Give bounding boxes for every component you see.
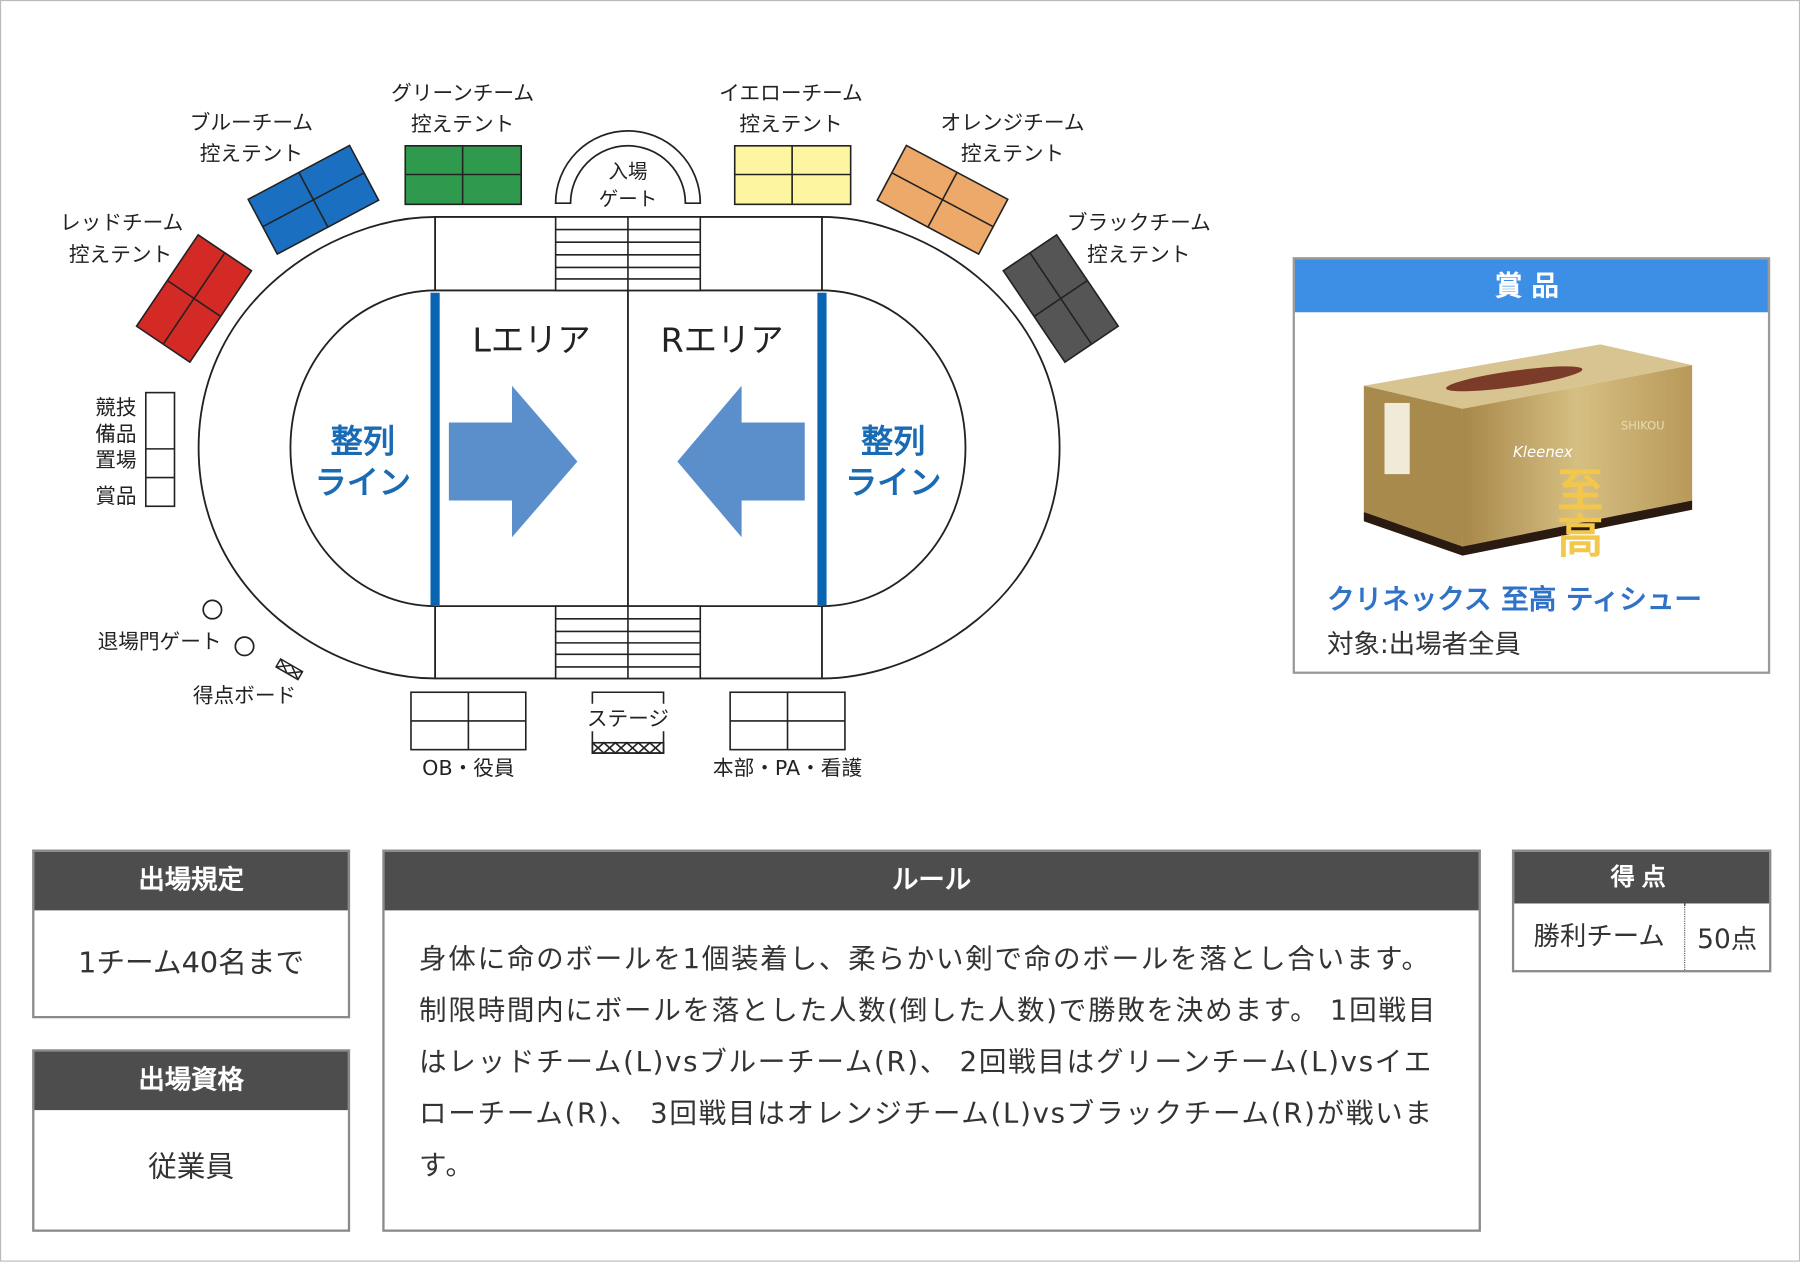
product-name-text: 至高 <box>1550 466 1604 558</box>
left-line-label-2: ライン <box>315 464 411 502</box>
left-line <box>430 292 440 605</box>
prize-target: 対象:出場者全員 <box>1327 630 1521 661</box>
venue-map: 入場 ゲート Lエリア Rエリア 整列 ライン 整列 ライン レッドチーム 控え… <box>60 81 1211 780</box>
blue-tent-label-1: ブルーチーム <box>190 111 313 135</box>
entrance-gate-label-2: ゲート <box>599 187 658 210</box>
yellow-tent-label-2: 控えテント <box>739 112 842 136</box>
score-panel: 得点 勝利チーム 50点 <box>1511 849 1772 973</box>
prize-panel: 賞品 Kleenex 至高 SHIKOU クリネックス 至高 ティシュー 対象:… <box>1292 257 1771 674</box>
yellow-tent <box>733 144 852 206</box>
score-label: 勝利チーム <box>1514 903 1686 971</box>
yellow-tent-label-1: イエローチーム <box>719 81 863 105</box>
orange-tent <box>876 144 1009 256</box>
score-board-icon <box>275 657 304 681</box>
prize-name: クリネックス 至高 ティシュー <box>1327 583 1702 616</box>
entrance-gate <box>554 130 702 205</box>
equipment-label-3: 置場 <box>95 448 136 472</box>
r-area-label: Rエリア <box>661 320 784 359</box>
green-tent-label-2: 控えテント <box>411 112 514 136</box>
hq-tent <box>729 691 846 751</box>
exit-gate-post-icon <box>202 599 223 620</box>
exit-gate-post-icon <box>234 636 255 657</box>
black-tent-label-1: ブラックチーム <box>1067 211 1211 235</box>
eligibility-value: 従業員 <box>148 1150 235 1184</box>
red-tent <box>135 233 253 364</box>
stage <box>591 691 665 755</box>
entrance-gate-label-1: 入場 <box>608 160 647 183</box>
stage-label: ステージ <box>587 707 669 731</box>
black-tent <box>1002 233 1120 364</box>
prize-storage-label: 賞品 <box>95 484 136 508</box>
entry-rules-header: 出場規定 <box>34 851 348 911</box>
l-area-label: Lエリア <box>472 320 590 359</box>
arrow-right-icon <box>448 385 578 538</box>
rules-panel: ルール 身体に命のボールを1個装着し、柔らかい剣で命のボールを落とし合います。 … <box>382 849 1481 1232</box>
entry-rules-panel: 出場規定 1チーム40名まで <box>32 849 351 1019</box>
score-header: 得点 <box>1514 851 1770 904</box>
score-board-label: 得点ボード <box>193 684 296 708</box>
rules-header: ルール <box>384 851 1479 911</box>
right-line-label-2: ライン <box>845 464 941 502</box>
right-line <box>817 292 827 605</box>
arrow-left-icon <box>677 385 805 538</box>
stairs-bottom <box>554 605 702 680</box>
equipment-storage <box>144 391 176 508</box>
green-tent <box>404 144 522 206</box>
ob-label: OB・役員 <box>422 756 514 780</box>
equipment-label-2: 備品 <box>95 422 136 446</box>
prize-product-image: Kleenex 至高 SHIKOU <box>1363 344 1693 558</box>
orange-tent-label-2: 控えテント <box>961 142 1064 166</box>
entry-rules-value: 1チーム40名まで <box>78 945 305 980</box>
black-tent-label-2: 控えテント <box>1087 243 1190 267</box>
score-value: 50点 <box>1697 925 1758 956</box>
rules-text: 身体に命のボールを1個装着し、柔らかい剣で命のボールを落とし合います。 制限時間… <box>419 942 1437 1182</box>
eligibility-header: 出場資格 <box>34 1051 348 1111</box>
blue-tent-label-2: 控えテント <box>200 142 303 166</box>
hq-label: 本部・PA・看護 <box>713 756 863 780</box>
orange-tent-label-1: オレンジチーム <box>941 111 1085 135</box>
product-brand-text: Kleenex <box>1513 443 1573 461</box>
exit-gate-label: 退場門ゲート <box>98 630 222 654</box>
ob-tent <box>410 691 527 751</box>
equipment-label-1: 競技 <box>95 395 136 419</box>
red-tent-label-1: レッドチーム <box>60 211 183 235</box>
blue-tent <box>247 144 380 256</box>
green-tent-label-1: グリーンチーム <box>391 81 534 105</box>
right-line-label-1: 整列 <box>861 422 925 460</box>
prize-header: 賞品 <box>1294 259 1768 313</box>
red-tent-label-2: 控えテント <box>69 243 172 267</box>
stairs-top <box>554 216 702 292</box>
eligibility-panel: 出場資格 従業員 <box>32 1049 351 1232</box>
product-romaji-text: SHIKOU <box>1621 418 1665 432</box>
left-line-label-1: 整列 <box>331 422 395 460</box>
